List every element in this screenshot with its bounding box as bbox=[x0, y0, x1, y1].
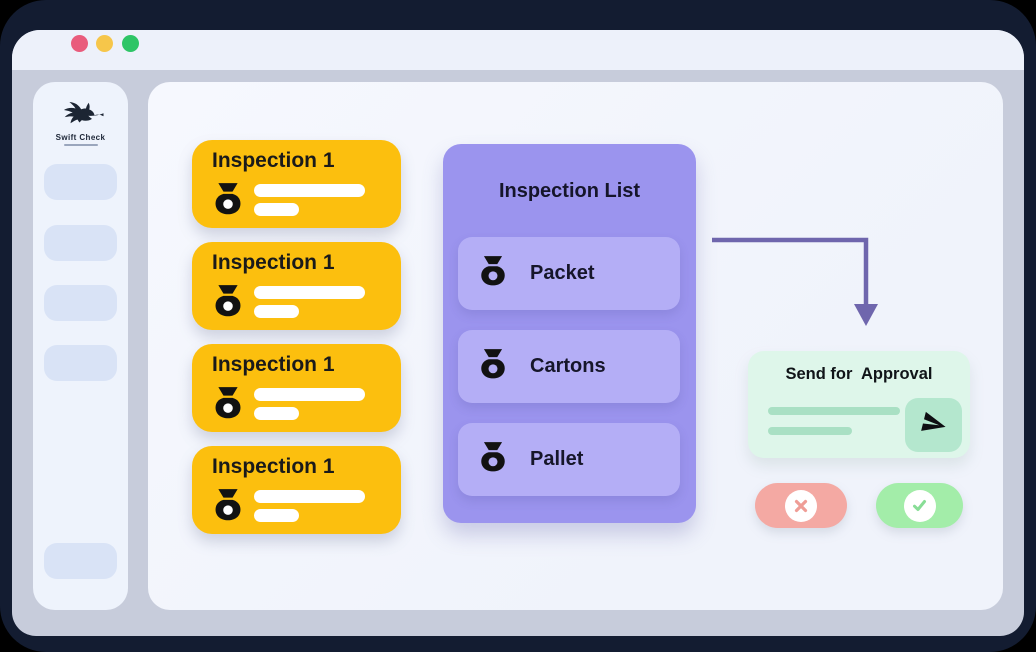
list-item-label: Packet bbox=[530, 262, 595, 284]
flow-arrow bbox=[708, 232, 888, 342]
text-placeholder-line bbox=[254, 407, 299, 420]
list-item-label: Pallet bbox=[530, 448, 584, 470]
app-logo: Swift Check bbox=[33, 96, 128, 146]
text-placeholder-line bbox=[254, 388, 365, 401]
main-content-panel: Inspection 1 Inspe bbox=[148, 82, 1003, 610]
check-circle-icon bbox=[903, 489, 936, 522]
approve-button[interactable] bbox=[876, 483, 963, 528]
list-item-cartons[interactable]: Cartons bbox=[458, 330, 680, 403]
reject-button[interactable] bbox=[755, 483, 847, 528]
inspection-card-2[interactable]: Inspection 1 bbox=[192, 242, 401, 330]
inspection-card-1[interactable]: Inspection 1 bbox=[192, 140, 401, 228]
brand-tagline-placeholder bbox=[63, 144, 98, 146]
list-item-label: Cartons bbox=[530, 355, 606, 377]
money-bag-icon bbox=[214, 182, 242, 221]
brand-name: Swift Check bbox=[55, 133, 106, 142]
money-bag-icon bbox=[480, 348, 506, 385]
text-placeholder-line bbox=[254, 184, 365, 197]
inspection-card-title: Inspection 1 bbox=[212, 455, 335, 478]
x-circle-icon bbox=[785, 489, 817, 522]
money-bag-icon bbox=[214, 284, 242, 323]
inspection-list-title: Inspection List bbox=[498, 180, 641, 202]
text-placeholder-line bbox=[254, 286, 365, 299]
sidebar: Swift Check bbox=[33, 82, 128, 610]
inspection-card-title: Inspection 1 bbox=[212, 251, 335, 274]
money-bag-icon bbox=[214, 386, 242, 425]
inspection-list-panel: Inspection List Packet bbox=[443, 144, 696, 523]
text-placeholder-line bbox=[254, 203, 299, 216]
title-bar bbox=[12, 30, 1024, 70]
money-bag-icon bbox=[480, 255, 506, 292]
inspection-card-title: Inspection 1 bbox=[212, 353, 335, 376]
money-bag-icon bbox=[480, 441, 506, 478]
traffic-light-close-button[interactable] bbox=[71, 35, 88, 52]
inspection-card-title: Inspection 1 bbox=[212, 149, 335, 172]
inspection-card-4[interactable]: Inspection 1 bbox=[192, 446, 401, 534]
sidebar-footer-item[interactable] bbox=[44, 543, 117, 579]
traffic-light-maximize-button[interactable] bbox=[122, 35, 139, 52]
text-placeholder-line bbox=[254, 509, 299, 522]
send-for-approval-card: Send for Approval bbox=[748, 351, 970, 458]
text-placeholder-line bbox=[768, 427, 852, 435]
sidebar-nav-item-2[interactable] bbox=[44, 225, 117, 261]
list-item-packet[interactable]: Packet bbox=[458, 237, 680, 310]
sidebar-nav-item-4[interactable] bbox=[44, 345, 117, 381]
money-bag-icon bbox=[214, 488, 242, 527]
text-placeholder-line bbox=[254, 305, 299, 318]
text-placeholder-line bbox=[768, 407, 900, 415]
send-button[interactable] bbox=[905, 398, 962, 452]
paper-plane-icon bbox=[920, 411, 947, 440]
inspection-card-3[interactable]: Inspection 1 bbox=[192, 344, 401, 432]
bird-logo-icon bbox=[33, 96, 128, 132]
list-item-pallet[interactable]: Pallet bbox=[458, 423, 680, 496]
approval-card-title: Send for Approval bbox=[785, 365, 933, 383]
sidebar-nav-item-3[interactable] bbox=[44, 285, 117, 321]
traffic-light-minimize-button[interactable] bbox=[96, 35, 113, 52]
sidebar-nav-item-1[interactable] bbox=[44, 164, 117, 200]
browser-window: Swift Check Inspection 1 bbox=[12, 30, 1024, 636]
text-placeholder-line bbox=[254, 490, 365, 503]
